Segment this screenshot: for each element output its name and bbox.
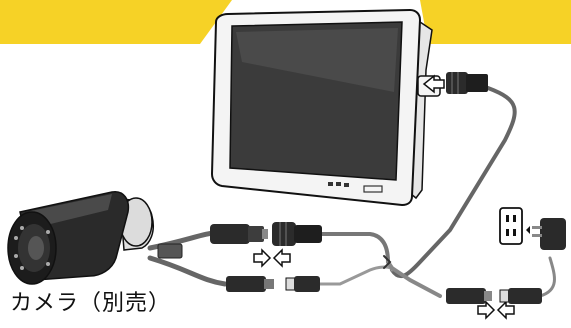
- extension-bnc-connector: [272, 222, 322, 246]
- monitor-button: [344, 183, 349, 187]
- ir-led: [46, 230, 50, 234]
- monitor-button: [328, 182, 333, 186]
- ir-led: [20, 226, 24, 230]
- monitor: [212, 10, 440, 205]
- ir-led: [46, 262, 50, 266]
- adapter-dc-plug: [500, 288, 542, 304]
- camera-power-connector: [226, 276, 274, 292]
- ir-led: [20, 266, 24, 270]
- camera-bnc-connector: [210, 224, 268, 244]
- extension-power-connector: [286, 276, 320, 292]
- camera: [8, 192, 153, 284]
- camera-cable-splitter: [158, 244, 182, 258]
- double-arrow-icon: [254, 250, 290, 266]
- monitor-button: [336, 182, 341, 186]
- extension-dc-plug: [446, 288, 492, 304]
- monitor-bnc-plug: [446, 72, 488, 94]
- outlet-icon: [500, 208, 522, 244]
- ac-adapter-icon: [526, 218, 566, 250]
- ir-led: [14, 236, 18, 240]
- camera-caption: カメラ（別売）: [10, 285, 171, 317]
- ir-led: [14, 254, 18, 258]
- double-arrow-icon: [478, 302, 514, 318]
